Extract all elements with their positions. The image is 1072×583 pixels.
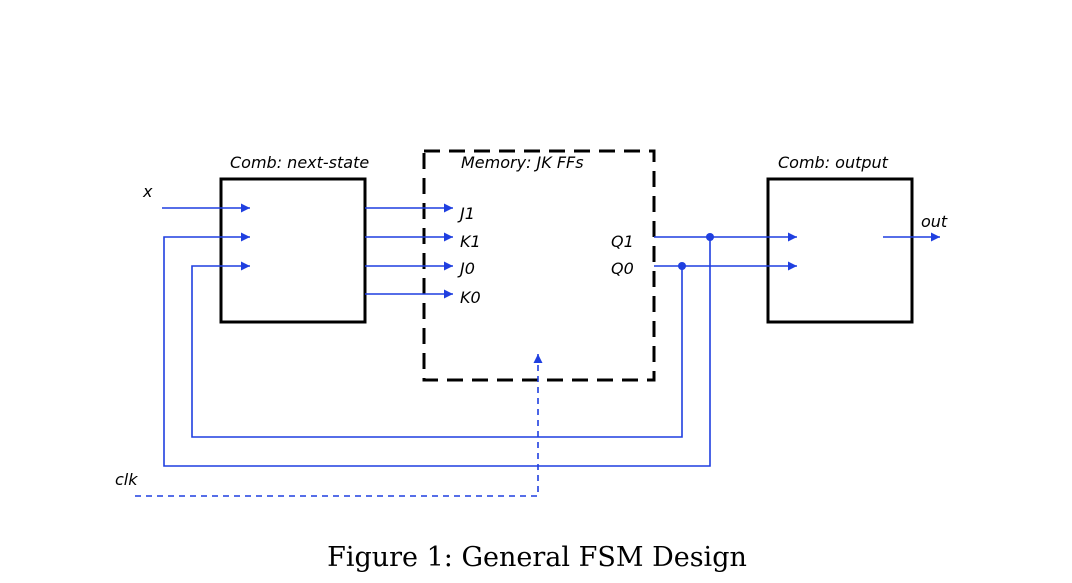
out-label: out xyxy=(921,212,948,231)
q1-label: Q1 xyxy=(611,232,634,251)
x-input-label: x xyxy=(142,182,153,201)
k0-label: K0 xyxy=(460,288,481,307)
j1-label: J1 xyxy=(457,204,475,223)
j0-label: J0 xyxy=(457,259,475,278)
q0-label: Q0 xyxy=(611,259,634,278)
output-block-title: Comb: output xyxy=(778,153,889,172)
figure-caption: Figure 1: General FSM Design xyxy=(327,542,747,573)
next-state-block xyxy=(219,177,367,324)
q0-junction-dot xyxy=(678,262,686,270)
q1-junction-dot xyxy=(706,233,714,241)
output-block xyxy=(766,177,914,324)
memory-block-title: Memory: JK FFs xyxy=(461,153,584,172)
q1-feedback-wire xyxy=(163,232,711,467)
next-state-block-title: Comb: next-state xyxy=(230,153,369,172)
clk-label: clk xyxy=(115,470,138,489)
q0-feedback-wire xyxy=(191,261,683,438)
k1-label: K1 xyxy=(460,232,481,251)
clk-wire xyxy=(135,354,543,497)
